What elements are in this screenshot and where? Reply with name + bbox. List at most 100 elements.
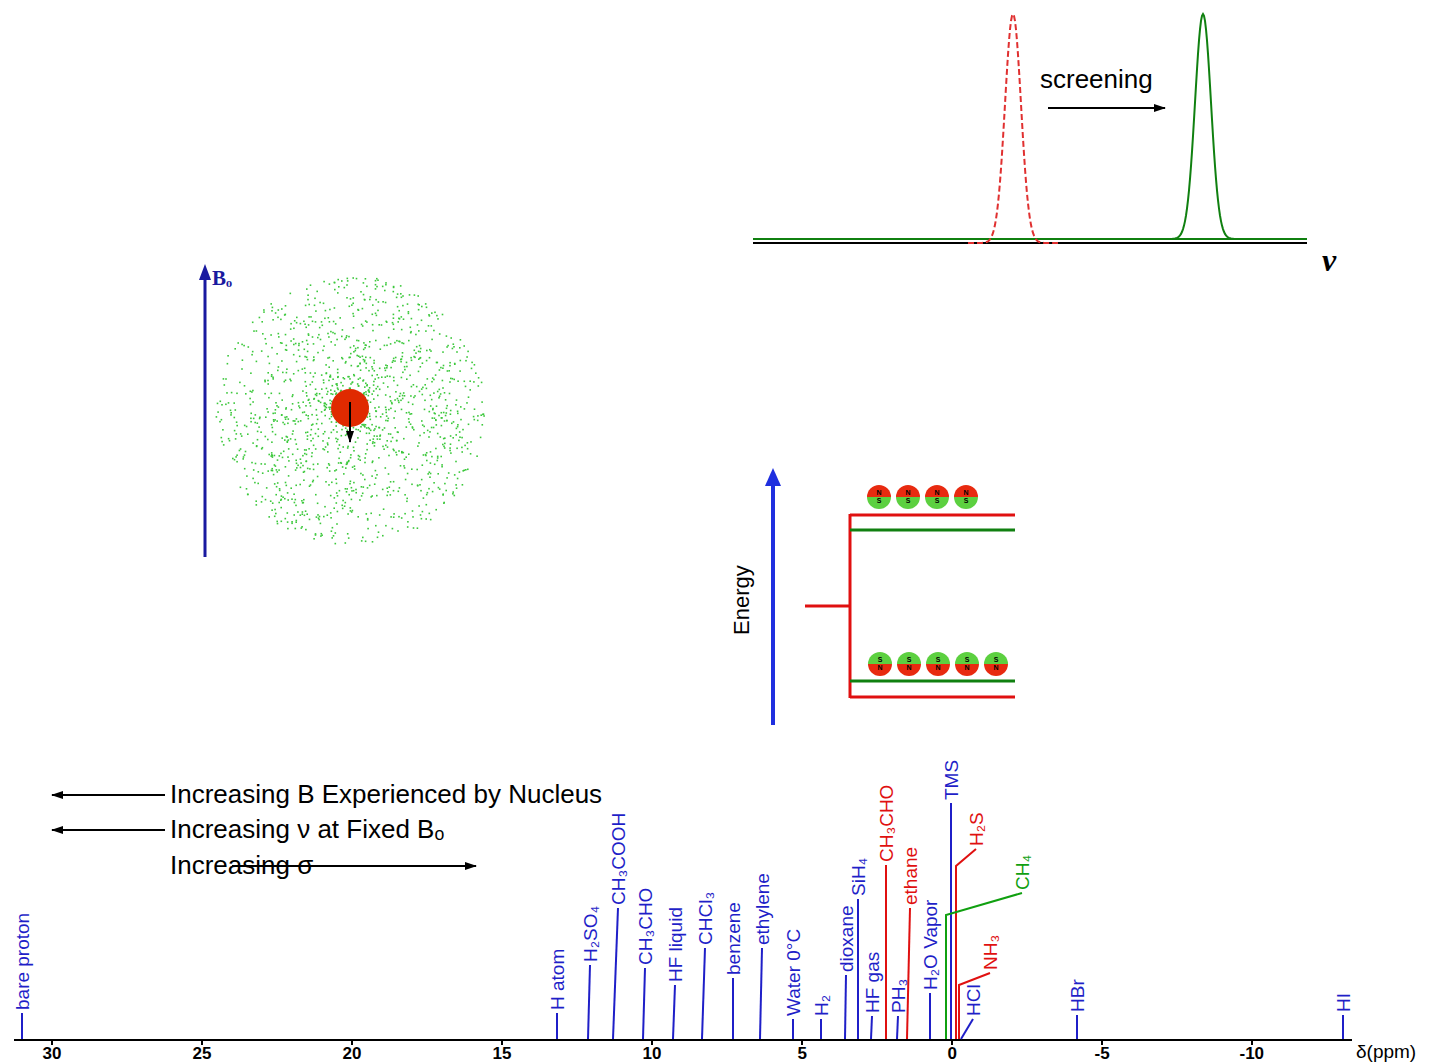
compound-label: HI	[1334, 993, 1353, 1012]
cloud-dot	[362, 474, 364, 476]
cloud-dot	[332, 378, 334, 380]
cloud-dot	[299, 484, 301, 486]
cloud-dot	[369, 413, 371, 415]
cloud-dot	[364, 347, 366, 349]
cloud-dot	[305, 305, 307, 307]
cloud-dot	[377, 537, 379, 539]
cloud-dot	[324, 431, 326, 433]
cloud-dot	[254, 422, 256, 424]
cloud-dot	[441, 417, 443, 419]
cloud-dot	[481, 382, 483, 384]
cloud-dot	[388, 409, 390, 411]
compound-label: TMS	[942, 760, 961, 800]
cloud-dot	[410, 327, 412, 329]
cloud-dot	[347, 447, 349, 449]
cloud-dot	[481, 401, 483, 403]
cloud-dot	[385, 321, 387, 323]
cloud-dot	[449, 365, 451, 367]
cloud-dot	[285, 518, 287, 520]
cloud-dot	[476, 455, 478, 457]
cloud-dot	[340, 462, 342, 464]
cloud-dot	[302, 513, 304, 515]
cloud-dot	[298, 345, 300, 347]
cloud-dot	[418, 505, 420, 507]
cloud-dot	[403, 392, 405, 394]
cloud-dot	[387, 420, 389, 422]
cloud-dot	[236, 421, 238, 423]
cloud-dot	[342, 500, 344, 502]
cloud-dot	[379, 435, 381, 437]
cloud-dot	[296, 418, 298, 420]
cloud-dot	[408, 311, 410, 313]
cloud-dot	[370, 296, 372, 298]
cloud-dot	[246, 426, 248, 428]
cloud-dot	[435, 420, 437, 422]
cloud-dot	[474, 364, 476, 366]
cloud-dot	[364, 299, 366, 301]
cloud-dot	[240, 448, 242, 450]
cloud-dot	[362, 308, 364, 310]
cloud-dot	[386, 367, 388, 369]
cloud-dot	[335, 543, 337, 545]
lower-level	[850, 696, 1015, 699]
cloud-dot	[331, 530, 333, 532]
cloud-dot	[396, 440, 398, 442]
cloud-dot	[480, 414, 482, 416]
cloud-dot	[327, 391, 329, 393]
cloud-dot	[307, 294, 309, 296]
cloud-dot	[346, 464, 348, 466]
cloud-dot	[308, 448, 310, 450]
cloud-dot	[240, 487, 242, 489]
cloud-dot	[247, 494, 249, 496]
cloud-dot	[452, 493, 454, 495]
cloud-dot	[461, 437, 463, 439]
cloud-dot	[400, 400, 402, 402]
cloud-dot	[319, 327, 321, 329]
cloud-dot	[323, 382, 325, 384]
cloud-dot	[304, 453, 306, 455]
cloud-dot	[261, 350, 263, 352]
cloud-dot	[228, 402, 230, 404]
cloud-dot	[306, 392, 308, 394]
cloud-dot	[320, 523, 322, 525]
cloud-dot	[408, 313, 410, 315]
field-arrow	[204, 278, 207, 557]
cloud-dot	[328, 484, 330, 486]
cloud-dot	[461, 447, 463, 449]
cloud-dot	[272, 307, 274, 309]
cloud-dot	[275, 402, 277, 404]
cloud-dot	[455, 404, 457, 406]
cloud-dot	[382, 535, 384, 537]
cloud-dot	[428, 314, 430, 316]
cloud-dot	[438, 415, 440, 417]
cloud-dot	[427, 378, 429, 380]
cloud-dot	[467, 442, 469, 444]
cloud-dot	[372, 330, 374, 332]
compound-label: Water 0°C	[784, 929, 803, 1016]
cloud-dot	[286, 372, 288, 374]
cloud-dot	[387, 446, 389, 448]
cloud-dot	[279, 488, 281, 490]
compound-label: CH₃COOH	[609, 813, 628, 905]
cloud-dot	[252, 478, 254, 480]
cloud-dot	[442, 387, 444, 389]
cloud-dot	[393, 513, 395, 515]
cloud-dot	[374, 407, 376, 409]
magnet-circle: SN	[897, 652, 921, 676]
cloud-dot	[324, 403, 326, 405]
leader-line	[702, 948, 705, 1039]
cloud-dot	[287, 528, 289, 530]
cloud-dot	[441, 412, 443, 414]
cloud-dot	[295, 469, 297, 471]
cloud-dot	[411, 360, 413, 362]
cloud-dot	[296, 463, 298, 465]
cloud-dot	[364, 426, 366, 428]
cloud-dot	[460, 339, 462, 341]
cloud-dot	[358, 378, 360, 380]
cloud-dot	[246, 475, 248, 477]
cloud-dot	[359, 459, 361, 461]
cloud-dot	[287, 441, 289, 443]
cloud-dot	[348, 336, 350, 338]
cloud-dot	[403, 343, 405, 345]
cloud-dot	[217, 403, 219, 405]
